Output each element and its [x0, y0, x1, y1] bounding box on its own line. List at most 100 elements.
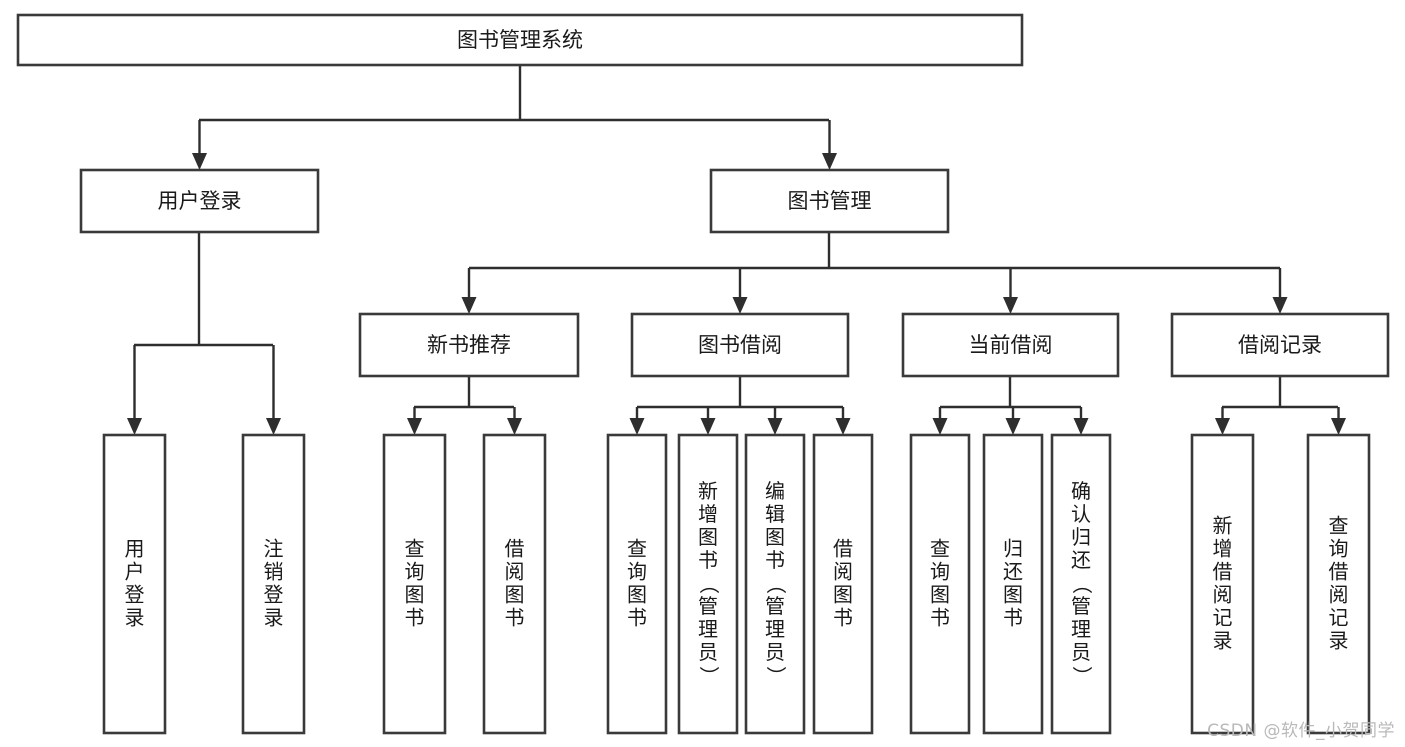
svg-text:辑: 辑 — [765, 502, 785, 526]
svg-text:录: 录 — [264, 606, 284, 630]
node-label: 图书借阅 — [698, 333, 782, 357]
svg-text:用: 用 — [125, 537, 145, 561]
svg-text:（: （ — [697, 574, 721, 594]
connector-bus-current — [940, 376, 1081, 409]
connector-bus-borrow — [637, 376, 843, 409]
svg-text:图: 图 — [765, 525, 785, 549]
edge-bookmgmt-to-newbook — [461, 268, 477, 314]
node-root[interactable]: 图书管理系统 — [16, 13, 1024, 67]
svg-text:查: 查 — [930, 537, 950, 561]
node-borrow[interactable]: 图书借阅 — [630, 312, 850, 378]
svg-text:管: 管 — [1071, 594, 1091, 618]
svg-text:图: 图 — [833, 583, 853, 607]
svg-text:录: 录 — [1213, 629, 1233, 653]
connector-bus-root — [199, 65, 829, 122]
svg-text:借: 借 — [833, 537, 853, 561]
svg-text:注: 注 — [264, 537, 284, 561]
node-current[interactable]: 当前借阅 — [901, 312, 1120, 378]
svg-text:员: 员 — [698, 640, 718, 664]
svg-text:图: 图 — [627, 583, 647, 607]
svg-text:还: 还 — [1003, 560, 1023, 584]
node-label: 用户登录 — [158, 189, 242, 213]
node-label: 新书推荐 — [427, 333, 511, 357]
node-label: 当前借阅 — [969, 333, 1053, 357]
edge-login-to-leaf-user-login — [127, 345, 142, 435]
node-label: 图书管理系统 — [457, 28, 583, 52]
edge-current-to-leaf-return-book — [1005, 407, 1021, 435]
edge-borrow-to-leaf-borrow-book-2 — [835, 407, 851, 435]
edge-bookmgmt-to-records — [1272, 268, 1288, 314]
svg-text:询: 询 — [1329, 537, 1349, 561]
edge-borrow-to-leaf-edit-book — [767, 407, 783, 435]
edge-newbook-to-leaf-query-book-1 — [407, 407, 422, 435]
svg-text:书: 书 — [833, 606, 853, 630]
node-newbook[interactable]: 新书推荐 — [358, 312, 580, 378]
node-login[interactable]: 用户登录 — [79, 168, 320, 234]
svg-text:询: 询 — [627, 560, 647, 584]
connector-bus-records — [1222, 376, 1338, 409]
edge-borrow-to-leaf-query-book-2 — [629, 407, 645, 435]
svg-text:图: 图 — [405, 583, 425, 607]
node-bookmgmt[interactable]: 图书管理 — [709, 168, 950, 234]
svg-text:录: 录 — [1329, 629, 1349, 653]
svg-text:阅: 阅 — [505, 560, 525, 584]
svg-text:图: 图 — [1003, 583, 1023, 607]
svg-text:）: ） — [1070, 666, 1094, 686]
edge-root-to-bookmgmt — [822, 120, 837, 170]
svg-text:户: 户 — [125, 560, 145, 584]
svg-text:查: 查 — [1329, 514, 1349, 538]
svg-text:图: 图 — [930, 583, 950, 607]
svg-text:编: 编 — [765, 479, 785, 503]
svg-text:员: 员 — [765, 640, 785, 664]
svg-text:查: 查 — [627, 537, 647, 561]
nodes-layer: 图书管理系统用户登录图书管理新书推荐图书借阅当前借阅借阅记录用户登录注销登录查询… — [16, 13, 1390, 735]
svg-text:借: 借 — [1329, 560, 1349, 584]
edge-newbook-to-leaf-borrow-book-1 — [507, 407, 522, 435]
svg-text:）: ） — [764, 666, 788, 686]
node-records[interactable]: 借阅记录 — [1170, 312, 1390, 378]
svg-text:增: 增 — [698, 502, 718, 526]
svg-text:记: 记 — [1213, 606, 1233, 630]
edge-login-to-leaf-logout — [266, 345, 281, 435]
node-leaf-user-login[interactable]: 用户登录 — [102, 433, 167, 735]
svg-text:还: 还 — [1071, 548, 1091, 572]
svg-text:查: 查 — [405, 537, 425, 561]
svg-text:书: 书 — [505, 606, 525, 630]
svg-text:图: 图 — [698, 525, 718, 549]
svg-text:认: 认 — [1071, 502, 1091, 526]
svg-text:阅: 阅 — [833, 560, 853, 584]
svg-text:图: 图 — [505, 583, 525, 607]
edge-records-to-leaf-query-record — [1331, 407, 1346, 435]
svg-text:确: 确 — [1071, 479, 1091, 503]
svg-text:（: （ — [1070, 574, 1094, 594]
svg-text:登: 登 — [264, 583, 284, 607]
svg-text:记: 记 — [1329, 606, 1349, 630]
svg-text:）: ） — [697, 666, 721, 686]
edge-root-to-login — [192, 120, 207, 170]
svg-text:询: 询 — [930, 560, 950, 584]
svg-text:询: 询 — [405, 560, 425, 584]
edges-layer — [127, 65, 1346, 435]
svg-text:归: 归 — [1071, 525, 1091, 549]
svg-text:阅: 阅 — [1213, 583, 1233, 607]
